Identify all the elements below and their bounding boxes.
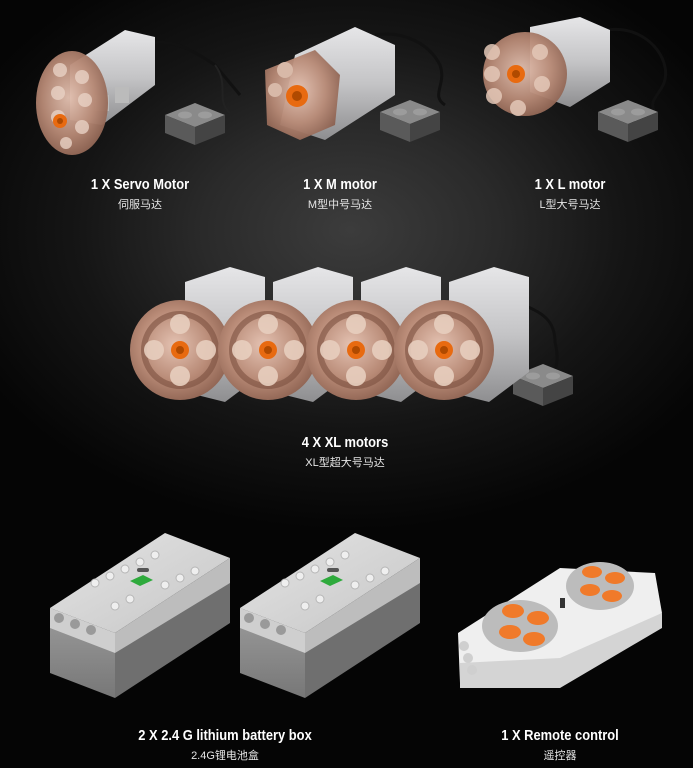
- servo-motor-subtitle: 伺服马达: [118, 199, 162, 211]
- remote-control-title: 1 X Remote control: [501, 727, 619, 744]
- l-motor-label: 1 X L motor L型大号马达: [470, 176, 670, 212]
- servo-motor-label: 1 X Servo Motor 伺服马达: [40, 176, 240, 212]
- l-motor-subtitle: L型大号马达: [539, 199, 601, 211]
- battery-box-title: 2 X 2.4 G lithium battery box: [138, 727, 312, 744]
- l-motor-image: [470, 12, 685, 157]
- battery-boxes-image: [45, 528, 445, 713]
- remote-control-label: 1 X Remote control 遥控器: [460, 727, 660, 763]
- servo-motor-icon: [36, 30, 242, 155]
- battery-box-label: 2 X 2.4 G lithium battery box 2.4G锂电池盒: [95, 727, 355, 763]
- battery-box-subtitle: 2.4G锂电池盒: [191, 750, 259, 762]
- l-motor-title: 1 X L motor: [534, 176, 606, 193]
- xl-motors-title: 4 X XL motors: [301, 434, 389, 451]
- xl-motors-subtitle: XL型超大号马达: [305, 457, 385, 469]
- m-motor-title: 1 X M motor: [303, 176, 377, 193]
- servo-motor-title: 1 X Servo Motor: [90, 176, 190, 193]
- m-motor-subtitle: M型中号马达: [307, 199, 373, 211]
- m-motor-icon: [265, 27, 446, 142]
- l-motor-icon: [483, 17, 668, 142]
- xl-motors-image: [125, 262, 585, 422]
- remote-control-subtitle: 遥控器: [543, 750, 577, 762]
- remote-control-icon: [458, 562, 662, 688]
- battery-box-icon: [50, 532, 421, 699]
- m-motor-label: 1 X M motor M型中号马达: [240, 176, 440, 212]
- xl-motor-icon: [130, 262, 573, 406]
- m-motor-image: [255, 25, 455, 160]
- xl-motors-label: 4 X XL motors XL型超大号马达: [245, 434, 445, 470]
- servo-motor-image: [30, 25, 250, 160]
- remote-control-image: [450, 548, 670, 698]
